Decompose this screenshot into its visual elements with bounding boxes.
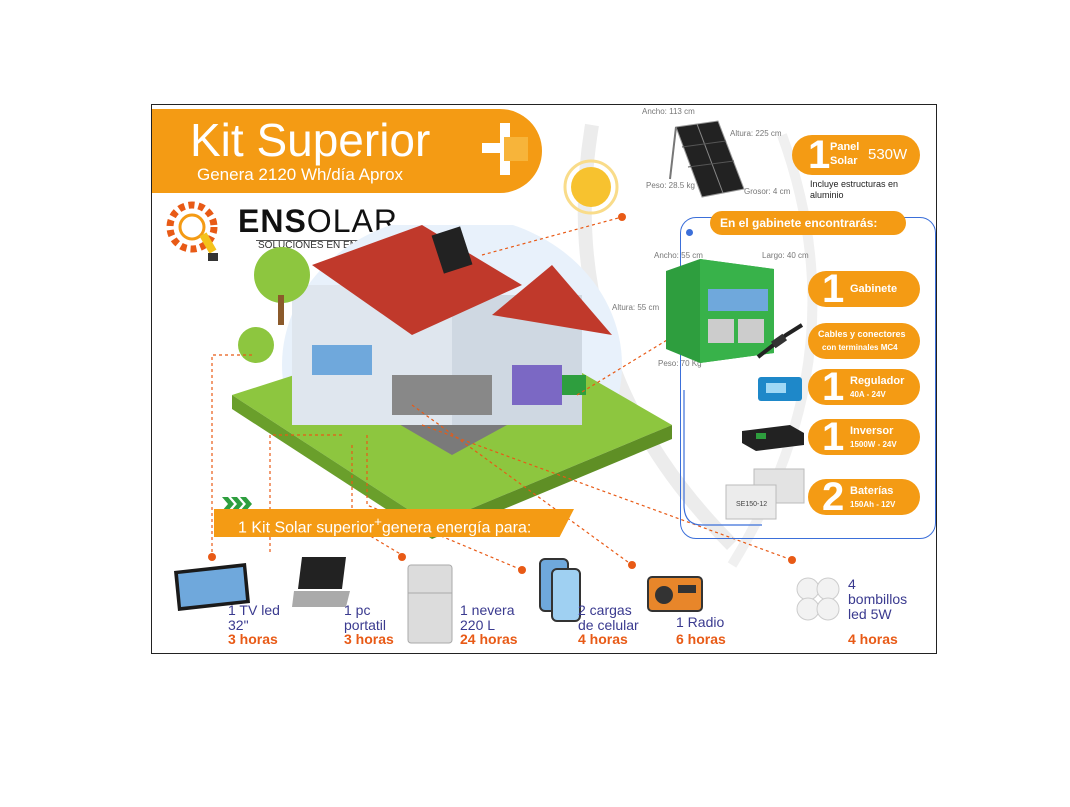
panel-badge: 1 Panel Solar 530W [792,133,920,177]
plus-icon [482,123,528,175]
laptop-icon [292,557,350,607]
cabinet-heading: En el gabinete encontrarás: [720,216,878,230]
fridge-icon [407,564,453,644]
panel-note: Incluye estructuras en aluminio [810,179,899,200]
cabinet-weight-label: Peso: 70 Kg [658,359,702,368]
cabinet-item-label: Gabinete [850,283,898,295]
panel-label-line2: Solar [830,155,858,167]
energy-banner-plus: + [374,514,382,529]
page-title: Kit Superior [190,114,431,166]
cabinet-item-label: Baterías [850,485,894,497]
energy-banner: 1 Kit Solar superior+genera energía para… [214,509,574,537]
cabinet-item-regulador: 1 Regulador 40A - 24V [808,365,920,409]
cabinet-item-label: Cables y conectores [818,329,906,339]
cabinet-item-inversor: 1 Inversor 1500W - 24V [808,415,920,459]
cabinet-item-qty: 1 [822,365,845,409]
cabinet-length-label: Largo: 40 cm [762,251,809,260]
panel-qty: 1 [808,133,831,177]
cabinet-height-label: Altura: 55 cm [612,303,660,312]
connector-dot-tv [208,553,216,561]
panel-width-label: Ancho: 113 cm [642,107,695,116]
cabinet-item-sub: con terminales MC4 [822,343,898,352]
infographic-frame: Kit Superior Genera 2120 Wh/día Aprox EN… [151,104,937,654]
device-name-radio: 1 Radio [676,614,725,630]
radio-icon [647,576,703,612]
logo-brand-bold: ENS [238,203,307,239]
connector-dot-phone [518,566,526,574]
connector-dot-panel [618,213,626,221]
tv-icon [174,563,250,611]
energy-banner-text: 1 Kit Solar superior [238,519,375,537]
bulb-icon [796,577,840,621]
energy-banner-text-rest: genera energía para: [381,519,532,537]
cabinet-heading-pill: En el gabinete encontrarás: [710,211,906,235]
panel-label-line1: Panel [830,141,860,153]
cabinet-item-label: Regulador [850,375,905,387]
device-hours-laptop: 3 horas [344,631,394,647]
device-name-phone: 2 cargas de celular [578,602,639,633]
cabinet-item-sub: 40A - 24V [850,390,886,399]
connector-dot-radio [628,561,636,569]
device-name-bulb: 4 bombillos led 5W [848,576,908,622]
title-banner [152,109,542,193]
device-name-laptop: 1 pc portatil [344,602,387,633]
sun-icon [563,159,619,215]
cabinet-item-sub: 1500W - 24V [850,440,897,449]
connector-dot-fridge [398,553,406,561]
panel-weight-label: Peso: 28.5 kg [646,181,695,190]
inverter-icon [742,425,804,451]
cabinet-item-qty: 1 [822,415,845,459]
cabinet-item-qty: 1 [822,267,845,311]
connector-cable-icon [756,323,804,359]
cabinet-item-sub: 150Ah - 12V [850,500,896,509]
device-hours-phone: 4 horas [578,631,628,647]
battery-model-label: SE150-12 [736,501,768,508]
subtitle: Genera 2120 Wh/día Aprox [197,165,404,184]
solar-panel-icon [669,120,745,198]
panel-power: 530W [868,146,908,163]
cabinet-item-baterias: 2 Baterías 150Ah - 12V [808,475,920,519]
panel-thickness-label: Grosor: 4 cm [744,187,791,196]
device-hours-radio: 6 horas [676,631,726,647]
device-hours-fridge: 24 horas [460,631,518,647]
cabinet-item-qty: 2 [822,475,845,519]
battery-icon [725,468,805,520]
device-hours-tv: 3 horas [228,631,278,647]
device-name-tv: 1 TV led 32" [228,602,280,633]
device-name-fridge: 1 nevera 220 L [460,602,515,633]
cabinet-item-gabinete: 1 Gabinete [808,267,920,311]
cabinet-icon [666,259,774,363]
logo-tagline: SOLUCIONES EN ENERGÍA [258,240,389,251]
logo-gear-icon [166,201,218,261]
regulator-icon [758,377,802,401]
cabinet-item-cables: Cables y conectores con terminales MC4 [808,323,920,359]
panel-height-label: Altura: 225 cm [730,129,782,138]
chevrons-icon [222,497,252,511]
connector-dot-bulb [788,556,796,564]
cabinet-width-label: Ancho: 55 cm [654,251,703,260]
logo-divider [256,240,392,241]
device-hours-bulb: 4 horas [848,631,898,647]
cabinet-item-label: Inversor [850,425,894,437]
phone-icon [539,558,581,622]
